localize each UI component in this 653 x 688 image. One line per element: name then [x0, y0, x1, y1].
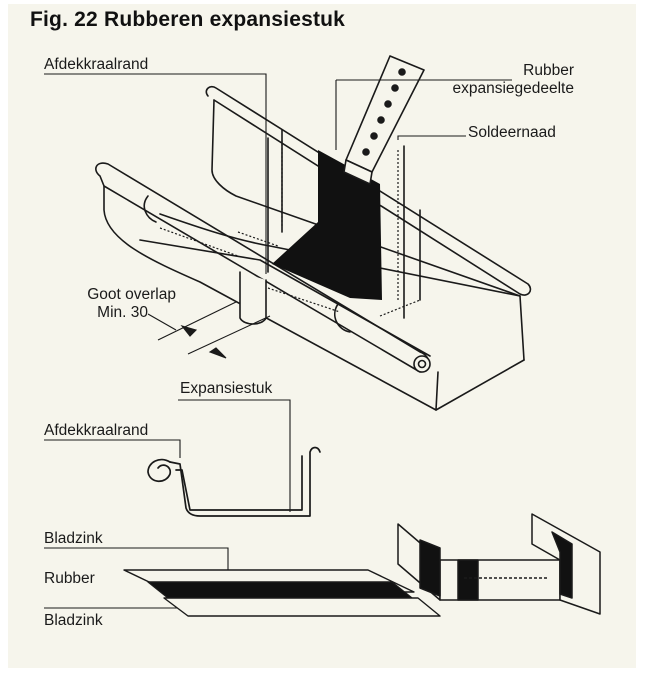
front-skin [103, 185, 439, 411]
rubber-expansion-area [272, 150, 382, 300]
label-bladzink-bottom: Bladzink [44, 612, 103, 629]
expansion-cross-section [147, 446, 321, 517]
leader-goot-overlap [147, 313, 177, 331]
label-bladzink-top: Bladzink [44, 530, 103, 547]
overlap-band [239, 271, 267, 325]
gutter-floor [159, 213, 521, 297]
leader-expansiestuk [178, 399, 291, 512]
overlap-dimension [157, 301, 271, 359]
label-soldeernaad: Soldeernaad [468, 124, 556, 141]
label-expansiestuk: Expansiestuk [180, 380, 273, 397]
solder-seams [159, 140, 421, 317]
label-afdekkraalrand-section: Afdekkraalrand [44, 422, 149, 439]
bladzink-bottom-layer [163, 597, 441, 617]
leader-afdekkraalrand-top [44, 73, 267, 274]
label-goot-overlap-line1: Goot overlap [87, 286, 176, 303]
layer-strip [123, 569, 441, 617]
expansion-piece-perspective [397, 513, 601, 615]
back-wall [211, 99, 525, 361]
diagram-sheet [8, 4, 636, 668]
rubber-layer [147, 581, 413, 599]
label-goot-overlap-line2: Min. 30 [97, 304, 148, 321]
label-rubber-line1: Rubber [523, 62, 574, 79]
leader-lines [44, 73, 512, 609]
front-bead-roll [413, 355, 431, 373]
gutter-bracket [343, 55, 425, 185]
label-rubber: Rubber [44, 570, 95, 587]
label-rubber-line2: expansiegedeelte [452, 80, 574, 97]
leader-bladzink-top [44, 547, 229, 576]
label-afdekkraalrand-top: Afdekkraalrand [44, 56, 149, 73]
leader-soldeernaad [397, 135, 466, 140]
leader-afdekkraalrand-section [44, 439, 181, 458]
leader-rubber [335, 79, 512, 150]
figure-title: Fig. 22 Rubberen expansiestuk [30, 8, 346, 31]
